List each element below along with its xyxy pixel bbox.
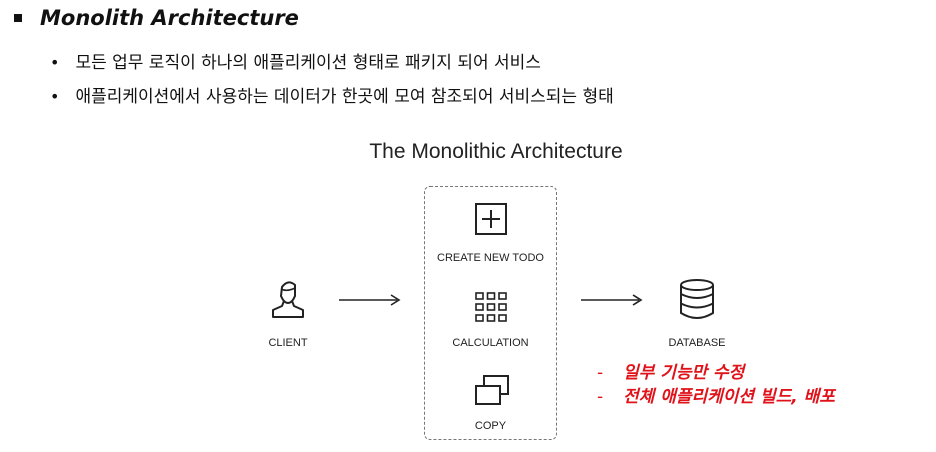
module-label-calculation: CALCULATION — [452, 337, 529, 349]
plus-box-icon — [475, 203, 507, 235]
bullet-list: • 모든 업무 로직이 하나의 애플리케이션 형태로 패키지 되어 서비스 • … — [50, 46, 614, 114]
database-icon — [680, 279, 714, 319]
bullet-item: • 애플리케이션에서 사용하는 데이터가 한곳에 모여 참조되어 서비스되는 형… — [50, 80, 614, 114]
note-text: 전체 애플리케이션 빌드, 배포 — [623, 387, 835, 407]
note-text: 일부 기능만 수정 — [623, 363, 745, 383]
arrow-right-icon — [339, 294, 401, 306]
note-list: -일부 기능만 수정 -전체 애플리케이션 빌드, 배포 — [597, 361, 835, 409]
bullet-text: 모든 업무 로직이 하나의 애플리케이션 형태로 패키지 되어 서비스 — [75, 53, 541, 73]
dot-bullet-icon: • — [50, 87, 60, 106]
arrow-right-icon — [581, 294, 643, 306]
square-bullet-icon — [14, 14, 22, 22]
client-label: CLIENT — [268, 337, 308, 349]
copy-icon — [475, 375, 509, 405]
section-heading: Monolith Architecture — [14, 6, 299, 30]
bullet-text: 애플리케이션에서 사용하는 데이터가 한곳에 모여 참조되어 서비스되는 형태 — [75, 87, 614, 107]
note-item: -전체 애플리케이션 빌드, 배포 — [597, 387, 835, 407]
heading-text: Monolith Architecture — [40, 6, 299, 30]
monolith-boundary — [424, 186, 557, 440]
bullet-item: • 모든 업무 로직이 하나의 애플리케이션 형태로 패키지 되어 서비스 — [50, 46, 614, 80]
dot-bullet-icon: • — [50, 53, 60, 72]
database-label: DATABASE — [668, 337, 726, 349]
diagram-title: The Monolithic Architecture — [369, 140, 623, 163]
module-label-create: CREATE NEW TODO — [437, 252, 544, 264]
module-label-copy: COPY — [474, 420, 507, 432]
note-item: -일부 기능만 수정 — [597, 363, 745, 383]
person-icon — [272, 281, 304, 318]
grid-icon — [475, 292, 507, 322]
